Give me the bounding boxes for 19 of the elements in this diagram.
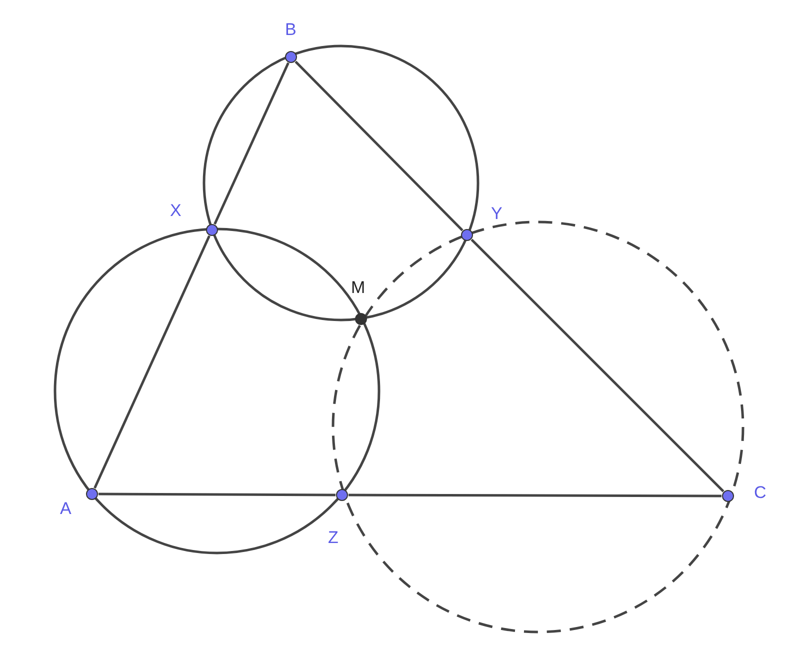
- point-label: Z: [328, 529, 338, 546]
- point: [206, 224, 218, 236]
- point: [355, 313, 367, 325]
- line-segment: [470, 238, 724, 492]
- point-label: A: [60, 500, 72, 517]
- point: [285, 51, 297, 63]
- point-label: Y: [491, 205, 502, 222]
- line-segment: [94, 235, 210, 489]
- point-label: B: [285, 21, 296, 38]
- point: [461, 229, 473, 241]
- line-segment: [348, 494, 722, 498]
- line-segment: [294, 60, 464, 232]
- point: [86, 488, 98, 500]
- point-label: X: [170, 202, 182, 219]
- line-segment: [98, 492, 336, 496]
- point: [722, 490, 734, 502]
- point-label: C: [754, 484, 766, 501]
- point-label: M: [351, 279, 366, 296]
- point: [336, 489, 348, 501]
